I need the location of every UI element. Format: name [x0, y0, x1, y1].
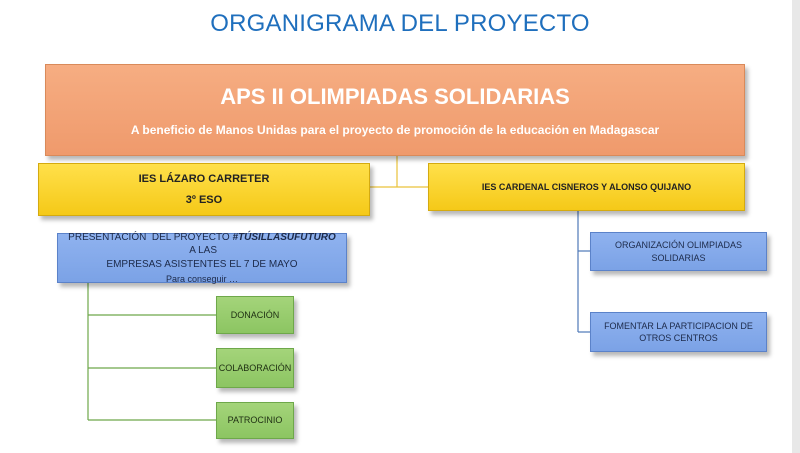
task-box-participation: FOMENTAR LA PARTICIPACION DE OTROS CENTR… [590, 312, 767, 352]
project-subtitle: A beneficio de Manos Unidas para el proy… [130, 122, 660, 137]
task-box-organization: ORGANIZACIÓN OLIMPIADAS SOLIDARIAS [590, 232, 767, 271]
task-line-2: OTROS CENTROS [639, 333, 718, 343]
goal-box-sponsorship: PATROCINIO [216, 402, 294, 439]
task-line-2: SOLIDARIAS [651, 252, 706, 263]
presentation-hashtag: #TÚSILLASUFUTURO [232, 231, 336, 243]
goal-label: COLABORACIÓN [218, 362, 292, 373]
page-title: ORGANIGRAMA DEL PROYECTO [210, 10, 590, 37]
school-box-lazaro: IES LÁZARO CARRETER 3º ESO [38, 163, 370, 216]
project-box: APS II OLIMPIADAS SOLIDARIAS A beneficio… [45, 64, 745, 156]
goal-label: PATROCINIO [227, 415, 283, 426]
presentation-suffix: A LAS [186, 245, 218, 257]
goal-box-donation: DONACIÓN [216, 296, 294, 334]
presentation-line-2: EMPRESAS ASISTENTES EL 7 DE MAYO [106, 258, 298, 270]
goal-box-collaboration: COLABORACIÓN [216, 348, 294, 388]
presentation-line-1: PRESENTACIÓN DEL PROYECTO #TÚSILLASUFUTU… [58, 231, 346, 258]
window-edge [792, 0, 800, 453]
school-box-cisneros: IES CARDENAL CISNEROS Y ALONSO QUIJANO [428, 163, 745, 211]
task-line-1: ORGANIZACIÓN OLIMPIADAS [614, 240, 743, 251]
school-grade: 3º ESO [185, 193, 223, 206]
presentation-line-3: Para conseguir … [165, 274, 239, 285]
school-name: IES LÁZARO CARRETER [138, 172, 270, 185]
presentation-prefix: PRESENTACIÓN DEL PROYECTO [68, 231, 233, 243]
presentation-box: PRESENTACIÓN DEL PROYECTO #TÚSILLASUFUTU… [57, 231, 347, 285]
school-name: IES CARDENAL CISNEROS Y ALONSO QUIJANO [481, 181, 692, 192]
task-line-1: FOMENTAR LA PARTICIPACION DE [604, 320, 753, 331]
goal-label: DONACIÓN [230, 309, 280, 320]
project-title: APS II OLIMPIADAS SOLIDARIAS [220, 84, 570, 110]
